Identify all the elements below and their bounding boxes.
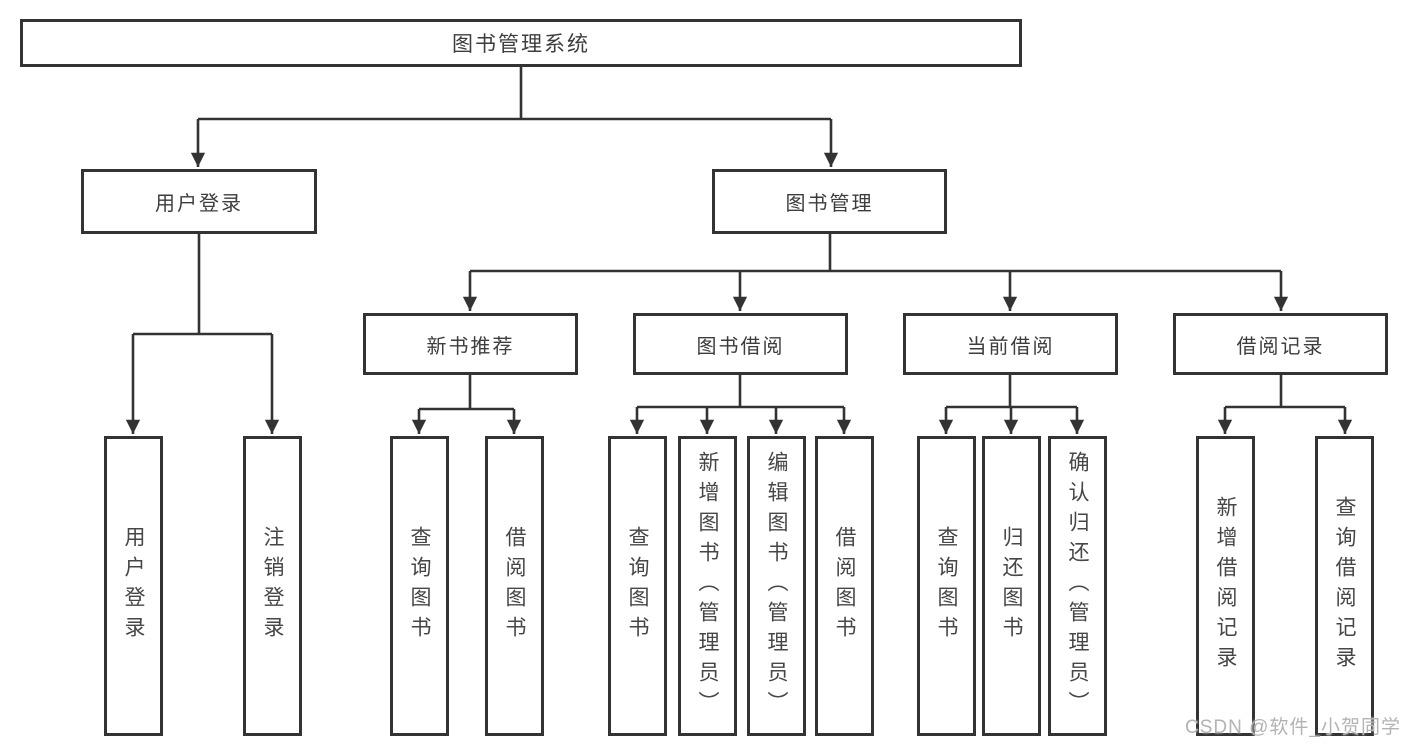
node-book-management: 图书管理 [712,169,947,234]
node-label: 新书推荐 [426,335,515,358]
node-label: 借阅记录 [1236,335,1325,358]
node-label: 借阅图书 [833,526,856,646]
node-label: 新增借阅记录 [1214,496,1237,676]
node-leaf-query-books-borrow: 查询图书 [608,436,667,736]
node-user-login: 用户登录 [81,169,317,234]
node-leaf-logout: 注销登录 [243,436,302,736]
node-leaf-query-borrow-record: 查询借阅记录 [1315,436,1374,736]
node-leaf-return-book: 归还图书 [982,436,1041,736]
node-label: 查询图书 [935,526,958,646]
connector-root [190,67,839,167]
node-label: 新增图书（管理员） [696,451,719,721]
node-label: 图书借阅 [696,335,785,358]
connector-new-book [411,375,522,435]
node-label: 图书管理 [785,193,874,215]
node-leaf-edit-book-admin: 编辑图书（管理员） [747,436,806,736]
node-leaf-confirm-return-admin: 确认归还（管理员） [1048,436,1107,736]
node-label: 查询图书 [408,526,431,646]
node-leaf-query-books-current: 查询图书 [917,436,976,736]
node-label: 注销登录 [261,526,284,646]
connector-book-management [462,234,1289,312]
node-leaf-add-borrow-record: 新增借阅记录 [1196,436,1255,736]
node-borrow-records: 借阅记录 [1173,313,1388,375]
node-label: 查询图书 [626,526,649,646]
node-label: 确认归还（管理员） [1066,451,1089,721]
node-current-borrow: 当前借阅 [903,313,1118,375]
node-label: 查询借阅记录 [1333,496,1356,676]
node-label: 借阅图书 [503,526,526,646]
node-label: 编辑图书（管理员） [765,451,788,721]
connector-book-borrow [629,375,852,435]
node-root-system: 图书管理系统 [20,19,1022,67]
watermark-text: CSDN @软件_小贺同学 [1185,717,1401,738]
node-label: 用户登录 [122,526,145,646]
node-book-borrow: 图书借阅 [633,313,848,375]
node-label: 用户登录 [155,193,243,215]
node-label: 当前借阅 [966,335,1055,358]
node-new-book-recommend: 新书推荐 [363,313,578,375]
node-leaf-add-book-admin: 新增图书（管理员） [678,436,737,736]
connector-borrow-records [1217,375,1353,435]
node-leaf-borrow-books-recommend: 借阅图书 [485,436,544,736]
node-label: 归还图书 [1000,526,1023,646]
connector-current-borrow [938,375,1085,435]
node-leaf-query-books-recommend: 查询图书 [390,436,449,736]
node-leaf-user-login: 用户登录 [104,436,163,736]
connector-user-login [125,234,280,435]
node-label: 图书管理系统 [452,33,590,56]
node-leaf-borrow-books: 借阅图书 [815,436,874,736]
